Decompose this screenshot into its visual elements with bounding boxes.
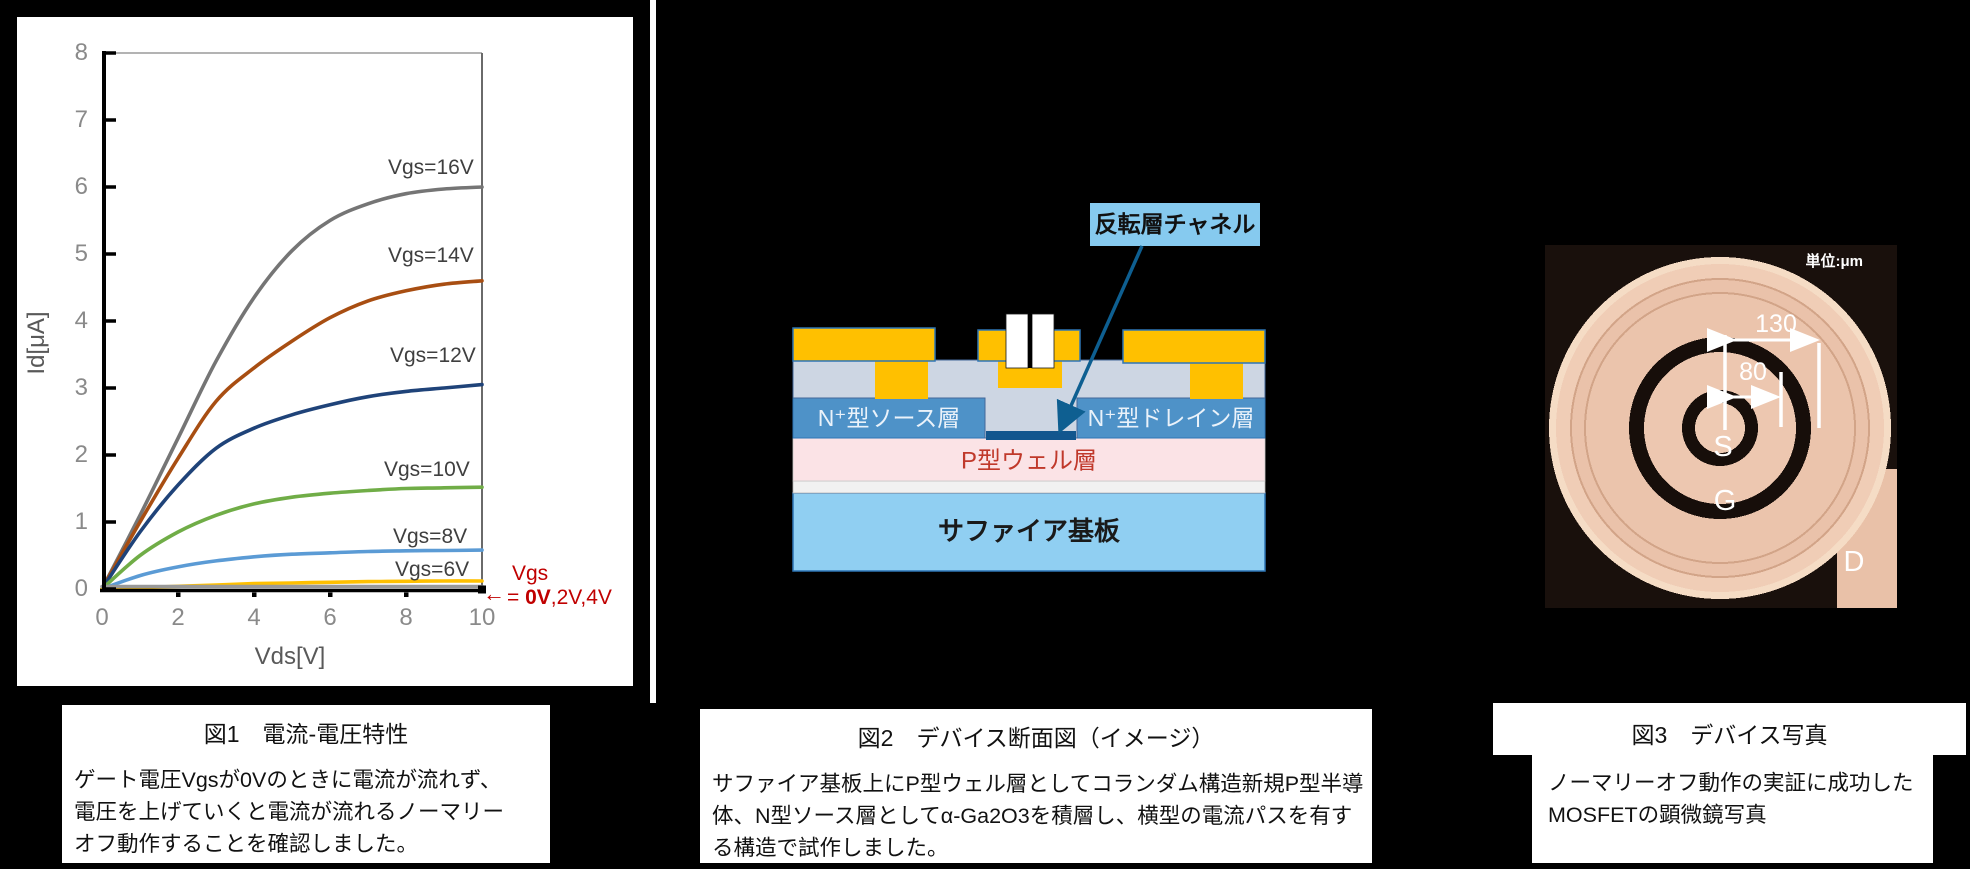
x-tick-label: 8 [399,604,413,631]
y-tick-label: 6 [74,173,88,200]
photo-annotations: 単位:μm 130 80 S G D [1707,252,1865,578]
source-layer-label: N⁺型ソース層 [818,405,961,431]
series-label-Vgs=8V: Vgs=8V [393,525,468,548]
caption-line: る構造で試作しました。 [712,836,949,860]
chart-frame [0,0,650,703]
vgs-off-rest: ,2V,4V [550,586,612,609]
circular-mosfet [1545,245,1897,608]
gate-probe-right [1031,313,1055,369]
gate-pad-label: G [1714,485,1737,517]
figure1-caption-title: 図1 電流-電圧特性 [203,721,409,747]
series-label-Vgs=10V: Vgs=10V [384,458,470,481]
y-tick-label: 5 [74,240,88,267]
gate-probe-gap [1028,314,1032,368]
device-photo: 単位:μm 130 80 S G D [1545,245,1897,608]
x-tick-label: 4 [247,604,261,631]
drain-contact-via [1190,360,1243,399]
source-contact-via [875,360,928,399]
figure3-caption-title: 図3 デバイス写真 [1631,722,1828,748]
x-tick [176,592,181,597]
series-label-Vgs=6V: Vgs=6V [395,558,470,581]
substrate-label: サファイア基板 [938,516,1120,546]
callout-label: 反転層チャネル [1095,211,1256,237]
left-arrow-icon: ← [483,581,505,606]
figure3-caption-body-box: ノーマリーオフ動作の実証に成功した MOSFETの顕微鏡写真 [1532,755,1933,863]
dim-130-label: 130 [1755,310,1797,338]
drain-electrode [1122,329,1266,364]
source-pad-label: S [1713,431,1732,463]
iv-curve-Vgs=16V [100,185,484,591]
figure1-caption: 図1 電流-電圧特性 ゲート電圧Vgsが0Vのときに電流が流れず、 電圧を上げて… [62,705,550,863]
x-tick-label: 10 [468,604,496,631]
substrate-layer [792,492,1266,572]
source-electrode [792,327,936,362]
unit-label: 単位:μm [1805,252,1863,270]
figure2-caption-title: 図2 デバイス断面図（イメージ） [857,725,1215,751]
iv-curve-Vgs=10V [100,485,484,591]
iv-curve-Vgs=8V [100,548,484,591]
vgs-off-bold: 0V [525,586,551,609]
x-tick [404,592,409,597]
pwell-layer [792,437,1266,482]
x-tick [252,592,257,597]
y-tick-label: 2 [74,441,88,468]
caption-line: 体、N型ソース層としてα-Ga2O3を積層し、横型の電流パスを有す [712,804,1353,828]
caption-line: サファイア基板上にP型ウェル層としてコランダム構造新規P型半導 [712,772,1364,796]
series-label-Vgs=16V: Vgs=16V [388,156,474,179]
caption-line: MOSFETの顕微鏡写真 [1548,803,1767,827]
iv-chart-canvas [100,51,486,597]
iv-curve-Vgs=14V [100,279,484,591]
x-tick-label: 2 [171,604,185,631]
drain-pad-label: D [1844,546,1865,578]
caption-line: ゲート電圧Vgsが0Vのときに電流が流れず、 [74,768,502,792]
pwell-layer-label: P型ウェル層 [961,447,1097,474]
series-label-Vgs=14V: Vgs=14V [388,244,474,267]
series-label-Vgs=12V: Vgs=12V [390,344,476,367]
y-tick-label: 7 [74,106,88,133]
iv-curve-Vgs=12V [100,382,484,591]
buffer-layer [792,480,1266,494]
figure1-caption-body: ゲート電圧Vgsが0Vのときに電流が流れず、 電圧を上げていくと電流が流れるノー… [62,764,550,860]
nplus-source-layer [792,397,986,439]
x-tick-label: 6 [323,604,337,631]
figure2-caption-body: サファイア基板上にP型ウェル層としてコランダム構造新規P型半導 体、N型ソース層… [700,768,1372,864]
vgs-off-values: = 0V,2V,4V [507,586,612,610]
axis-corner-dot [478,585,486,594]
drain-layer-label: N⁺型ドレイン層 [1088,405,1255,431]
x-axis-title: Vds[V] [254,643,326,670]
x-tick-label: 0 [95,604,109,631]
caption-line: 電圧を上げていくと電流が流れるノーマリー [74,800,505,824]
figure2-caption: 図2 デバイス断面図（イメージ） サファイア基板上にP型ウェル層としてコランダム… [700,709,1372,863]
caption-line: オフ動作することを確認しました。 [74,832,419,856]
y-tick-label: 3 [74,374,88,401]
gate-probe-left [1005,313,1029,369]
y-tick-label: 8 [74,39,88,66]
figure3-caption-body: ノーマリーオフ動作の実証に成功した MOSFETの顕微鏡写真 [1532,755,1933,831]
inversion-channel-bar [986,431,1076,440]
vgs-off-eq: = [507,586,526,609]
y-tick-label: 1 [74,508,88,535]
x-tick [328,592,333,597]
callout-arrow [1056,245,1144,434]
dim-80-label: 80 [1739,358,1767,386]
y-tick-label: 0 [74,575,88,602]
y-tick-label: 4 [74,307,88,334]
caption-line: ノーマリーオフ動作の実証に成功した [1548,771,1914,795]
vgs-off-note: Vgs [512,562,549,585]
nplus-drain-layer [1076,397,1266,439]
callout-box [1090,203,1260,246]
device-cross-section-diagram: 反転層チャネル N⁺型ソース層 N⁺型ドレイン層 P型ウェル層 サファイア基板 [792,203,1266,572]
figure3-caption-title-box: 図3 デバイス写真 [1493,703,1966,755]
